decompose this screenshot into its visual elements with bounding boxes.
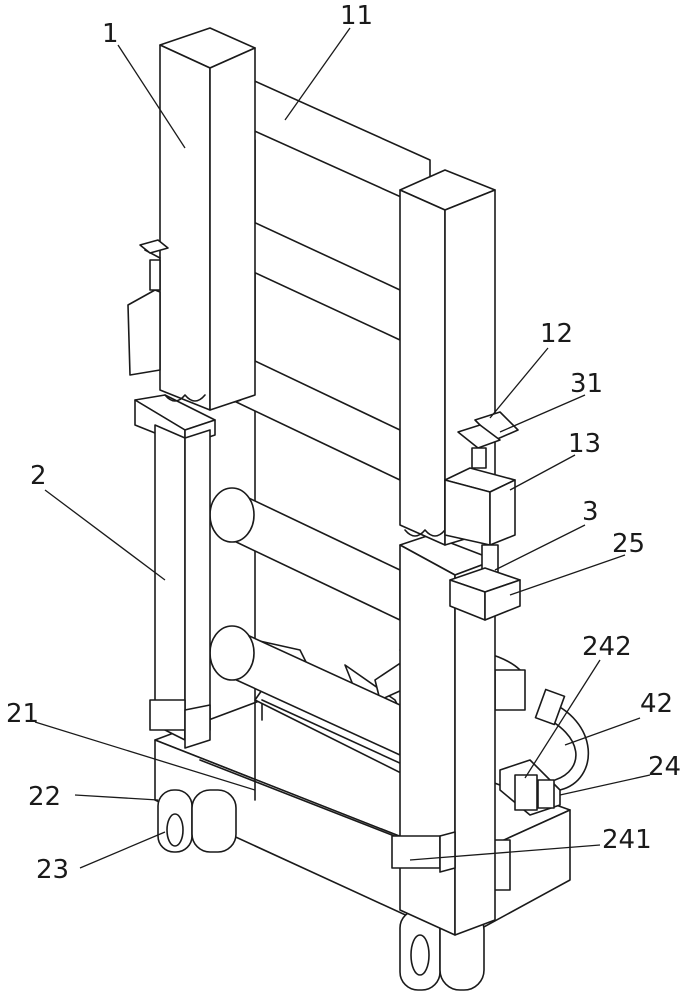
wheel-left xyxy=(157,789,237,853)
label-2: 2 xyxy=(30,461,47,491)
label-42: 42 xyxy=(640,689,673,719)
label-24: 24 xyxy=(648,752,681,782)
label-25: 25 xyxy=(612,529,645,559)
label-22: 22 xyxy=(28,782,61,812)
label-1: 1 xyxy=(102,19,119,49)
label-3: 3 xyxy=(582,497,599,527)
label-13: 13 xyxy=(568,429,601,459)
roller-4 xyxy=(209,487,401,621)
label-23: 23 xyxy=(36,855,69,885)
reference-labels: 1 11 12 31 13 3 25 2 242 42 21 24 22 241… xyxy=(6,1,681,885)
label-11: 11 xyxy=(340,1,373,31)
label-12: 12 xyxy=(540,319,573,349)
label-242: 242 xyxy=(582,632,632,662)
rod-cap-31 xyxy=(457,424,501,469)
left-motor-block xyxy=(127,239,169,376)
label-31: 31 xyxy=(570,369,603,399)
cylinder-block xyxy=(444,467,516,546)
left-upper-column xyxy=(159,27,256,411)
label-21: 21 xyxy=(6,699,39,729)
label-241: 241 xyxy=(602,825,652,855)
roller-5 xyxy=(209,625,401,756)
left-lower-column xyxy=(134,394,216,749)
connector-block xyxy=(449,567,521,621)
right-lower-column xyxy=(391,534,496,936)
wheel-right xyxy=(399,909,485,991)
leader-lines xyxy=(34,27,651,869)
